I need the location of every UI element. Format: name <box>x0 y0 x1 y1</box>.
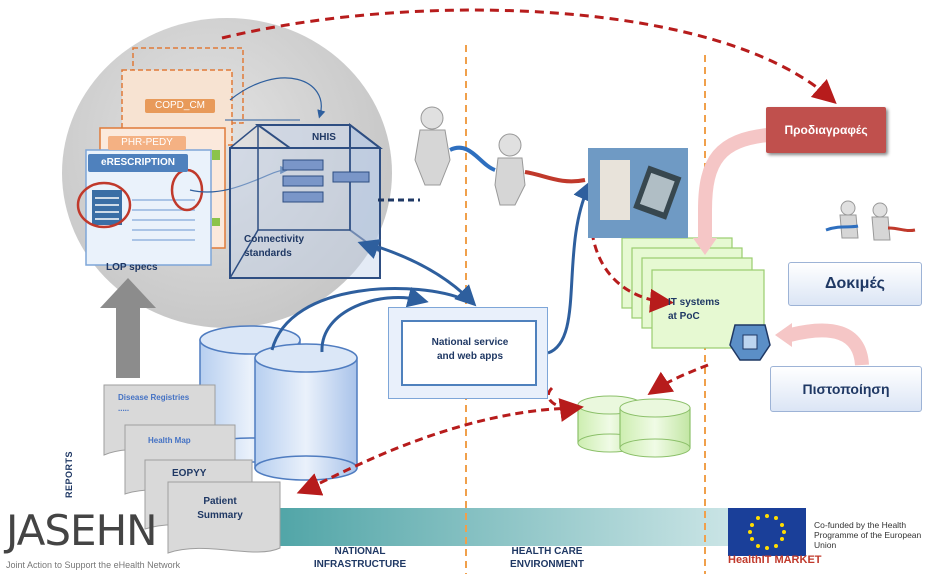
nhis-cube <box>229 122 420 279</box>
pistopoiisi-box: Πιστοποίηση <box>770 366 922 412</box>
pink-arrow-prodiagrafes <box>698 128 769 240</box>
reports-side-label: REPORTS <box>64 450 74 498</box>
lop-specs-label: LOP specs <box>106 262 158 273</box>
it-systems-label: IT systems at PoC <box>668 297 720 322</box>
eu-flag-icon <box>728 508 806 556</box>
green-databases <box>577 395 691 458</box>
cofunded-label: Co-funded by the Health Programme of the… <box>814 520 922 550</box>
blue-databases <box>199 325 358 481</box>
top-red-arc <box>221 8 837 104</box>
pink-arrow-pistopoiisi <box>788 323 869 366</box>
health-care-environment-label: HEALTH CARE ENVIRONMENT <box>510 546 584 570</box>
nhis-national-arrow <box>371 243 477 307</box>
health-map-label: Health Map <box>148 436 191 445</box>
phr-pedy-tag: PHR-PEDY <box>108 136 186 150</box>
doctor-photo <box>588 148 688 238</box>
up-arrow <box>100 278 156 378</box>
disease-dots-label: ..... <box>118 404 130 413</box>
db-national-arrow <box>270 287 466 351</box>
erescription-tag: eRESCRIPTION <box>88 154 188 172</box>
jasehn-logo: JASEHN <box>6 506 158 555</box>
nhis-label: NHIS <box>312 132 336 143</box>
prodiagrafes-box: Προδιαγραφές <box>766 107 886 153</box>
prodiagrafes-label: Προδιαγραφές <box>784 123 868 137</box>
jasehn-subtitle: Joint Action to Support the eHealth Netw… <box>6 560 181 570</box>
eopyy-label: EOPYY <box>172 468 207 479</box>
report-docs <box>103 384 281 554</box>
dokimes-box: Δοκιμές <box>788 262 922 306</box>
national-service-inner: National service and web apps <box>401 320 537 386</box>
national-it-arrow <box>547 179 593 355</box>
patient-summary-label: Patient Summary <box>197 496 243 521</box>
certification-seal <box>729 324 771 361</box>
bottom-bar <box>270 508 750 546</box>
copd-cm-tag: COPD_CM <box>145 99 215 113</box>
national-service-label: National service and web apps <box>431 337 509 362</box>
highlight-circle-left <box>76 181 132 229</box>
national-service-box: National service and web apps <box>388 307 548 399</box>
connectivity-label: Connectivity standards <box>244 234 305 259</box>
plug-people-illustration <box>414 106 916 241</box>
disease-registries-label: Disease Registries <box>118 393 190 402</box>
national-infrastructure-label: NATIONAL INFRASTRUCTURE <box>313 546 407 570</box>
health-it-market-label: HealthIT MARKET <box>728 554 822 566</box>
